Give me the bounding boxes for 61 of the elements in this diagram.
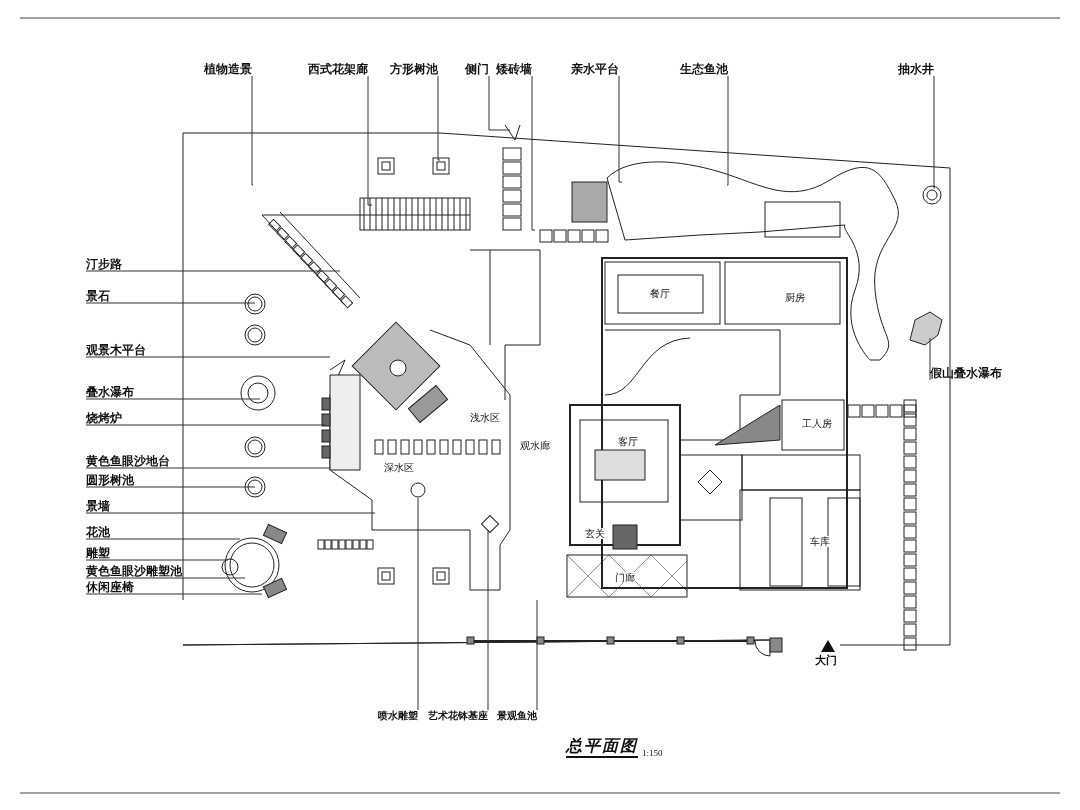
callout-label: 西式花架廊 (308, 62, 368, 76)
leader-line (85, 424, 326, 426)
callout-label: 景墙 (86, 499, 110, 513)
room-label: 玄关 (585, 528, 605, 539)
scale-label: 1:150 (642, 748, 663, 758)
entrance-label: 大门 (815, 655, 837, 667)
leader-line (417, 497, 419, 711)
callout-label: 圆形树池 (86, 473, 134, 487)
room-label: 观水廊 (520, 440, 550, 451)
callout-label: 侧门 (465, 62, 489, 76)
callout-label: 叠水瀑布 (86, 385, 134, 399)
drawing-title: 总平面图 (566, 736, 638, 758)
callout-label: 汀步路 (86, 257, 122, 271)
callout-label: 观景木平台 (86, 343, 146, 357)
leader-line (85, 302, 256, 304)
callout-label: 景观鱼池 (497, 710, 537, 722)
leader-line (618, 75, 623, 183)
leader-line (85, 577, 246, 579)
leader-line (933, 75, 936, 189)
leader-line (85, 559, 229, 561)
leader-line (367, 75, 373, 206)
callout-label: 假山叠水瀑布 (930, 366, 1002, 380)
leader-line (536, 599, 538, 711)
callout-label: 喷水雕塑 (378, 710, 418, 722)
leader-line (85, 356, 331, 358)
room-label: 门廊 (615, 572, 635, 583)
callout-label: 亲水平台 (571, 62, 619, 76)
callout-label: 生态鱼池 (680, 62, 728, 76)
room-label: 浅水区 (470, 412, 500, 423)
room-label: 客厅 (618, 436, 638, 447)
room-label: 工人房 (802, 418, 832, 429)
leader-line (437, 75, 441, 161)
callout-label: 方形树池 (390, 62, 438, 76)
leader-line (487, 529, 489, 711)
callout-label: 抽水井 (898, 62, 934, 76)
leader-line (488, 75, 511, 131)
callout-label: 黄色鱼眼沙地台 (86, 454, 170, 468)
callout-label: 黄色鱼眼沙雕塑池 (86, 564, 182, 578)
callout-label: 雕塑 (86, 546, 110, 560)
room-label: 厨房 (785, 292, 805, 303)
leader-line (726, 75, 729, 186)
leader-line (85, 398, 261, 400)
leader-line (531, 75, 536, 231)
room-label: 餐厅 (650, 288, 670, 299)
leader-line (85, 538, 241, 540)
leader-line (85, 593, 263, 595)
callout-label: 景石 (86, 289, 110, 303)
leader-line (929, 337, 931, 381)
room-label: 车库 (810, 536, 830, 547)
callout-label: 矮砖墙 (496, 62, 532, 76)
room-label: 深水区 (384, 462, 414, 473)
callout-label: 植物造景 (204, 62, 252, 76)
callout-label: 艺术花钵基座 (428, 710, 488, 722)
leader-line (85, 467, 331, 469)
leader-line (251, 75, 254, 186)
leader-line (85, 270, 341, 272)
callout-label: 花池 (86, 525, 110, 539)
leader-line (85, 486, 256, 488)
leader-line (85, 512, 376, 514)
callout-label: 休闲座椅 (86, 580, 134, 594)
callout-label: 烧烤炉 (86, 411, 122, 425)
